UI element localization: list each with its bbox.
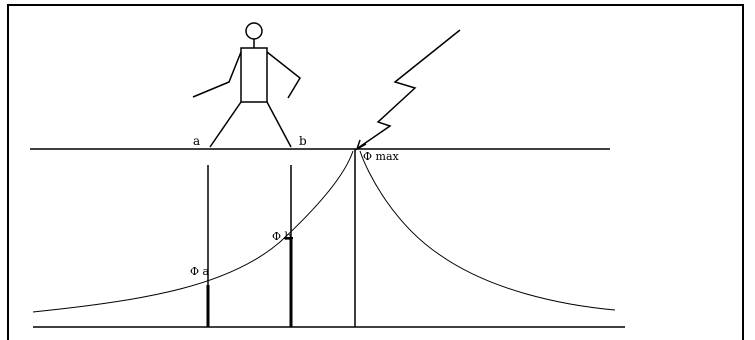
person-left-leg: [209, 101, 242, 148]
point-a-label: a: [193, 134, 200, 148]
person-torso: [240, 47, 268, 103]
person-left-arm: [192, 51, 242, 98]
person-right-leg: [266, 101, 292, 148]
potential-curve-left: [32, 150, 354, 313]
potential-curve-right: [359, 150, 616, 311]
lightning-bolt-arrowhead: [355, 139, 367, 151]
potential-b-label: Φ b: [272, 230, 292, 243]
person-right-arm: [266, 51, 301, 99]
potential-max-label: Φ max: [363, 150, 400, 163]
point-b-label: b: [299, 134, 307, 148]
diagram-frame: [7, 4, 744, 340]
lightning-bolt-icon: [357, 29, 461, 149]
potential-a-label: Φ a: [190, 265, 210, 278]
person-head: [245, 22, 263, 40]
person-figure-icon: [192, 22, 301, 148]
